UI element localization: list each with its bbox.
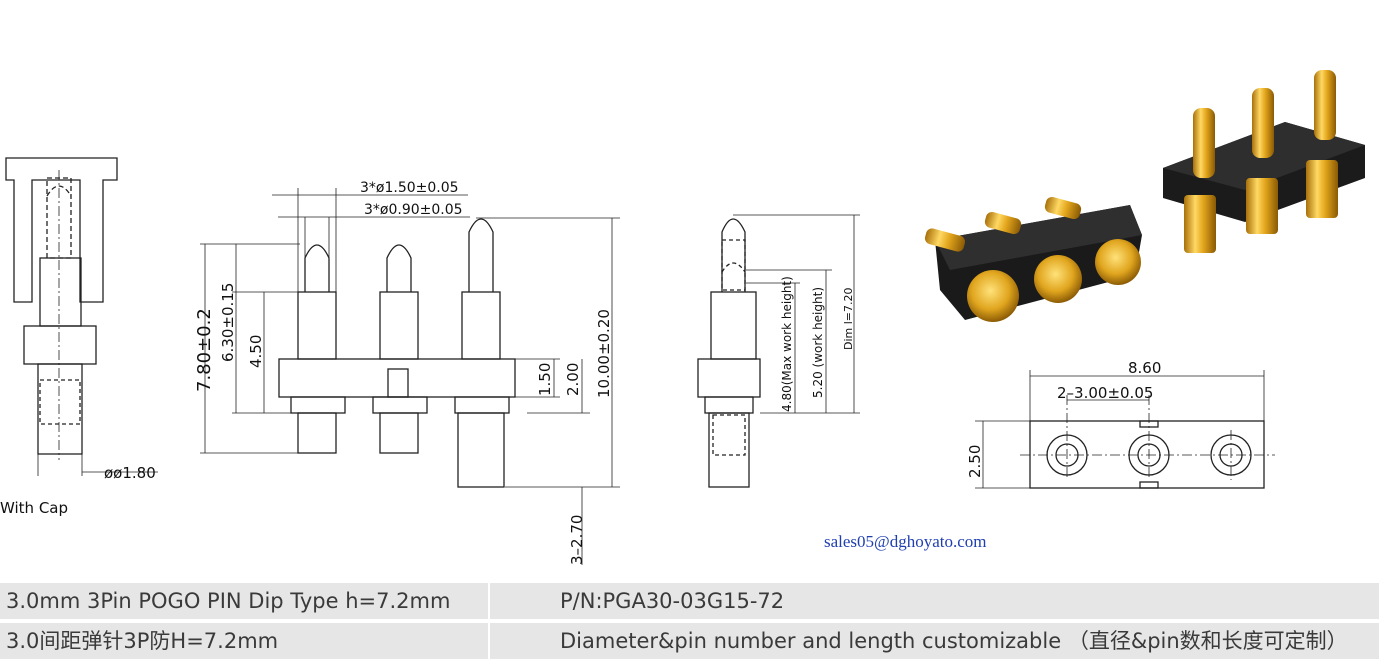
side-view-with-cap	[5, 157, 158, 476]
front-view	[200, 188, 620, 565]
dim-insulator-height: 1.50	[536, 363, 554, 396]
spec-row: 3.0mm 3Pin POGO PIN Dip Type h=7.2mm P/N…	[0, 583, 1379, 619]
dim-footprint-depth: 2.50	[966, 445, 984, 478]
dim-max-work-height: 4.80(Max work height)	[780, 276, 794, 412]
contact-email[interactable]: sales05@dghoyato.com	[824, 532, 987, 551]
dim-footprint-width: 8.60	[1128, 359, 1161, 377]
technical-drawing: øø1.80 With Cap	[0, 70, 1365, 565]
dim-head-diameters: 3*ø1.50±0.05	[360, 180, 459, 196]
dim-insulator-to-base: 2.00	[564, 363, 582, 396]
footprint-view	[975, 370, 1275, 489]
product-photo	[924, 70, 1365, 322]
spec-row: 3.0间距弹针3P防H=7.2mm Diameter&pin number an…	[0, 623, 1379, 659]
product-title-en: 3.0mm 3Pin POGO PIN Dip Type h=7.2mm	[6, 589, 451, 613]
dim-plunger-diameters: 3*ø0.90±0.05	[364, 202, 463, 218]
dim-pitch-tail: 3–2.70	[568, 515, 586, 565]
dim-work-height: 5.20 (work height)	[811, 287, 825, 398]
side-view-caption: With Cap	[0, 499, 68, 517]
dim-upper-height: 6.30±0.15	[219, 283, 237, 362]
side-view-dim-diameter: øø1.80	[104, 464, 156, 482]
dim-body-height: 4.50	[247, 335, 265, 368]
dim-footprint-pitch: 2–3.00±0.05	[1057, 384, 1153, 402]
dim-overall-length: 10.00±0.20	[595, 309, 613, 398]
profile-view	[697, 214, 860, 488]
dim-total-height: 7.80±0.2	[194, 308, 215, 392]
column-divider	[488, 623, 490, 659]
spec-table: 3.0mm 3Pin POGO PIN Dip Type h=7.2mm P/N…	[0, 583, 1379, 667]
product-title-zh: 3.0间距弹针3P防H=7.2mm	[6, 629, 279, 653]
dim-length: Dim l=7.20	[842, 287, 855, 350]
part-number: P/N:PGA30-03G15-72	[560, 589, 785, 613]
customization-note: Diameter&pin number and length customiza…	[560, 629, 1348, 653]
column-divider	[488, 583, 490, 619]
